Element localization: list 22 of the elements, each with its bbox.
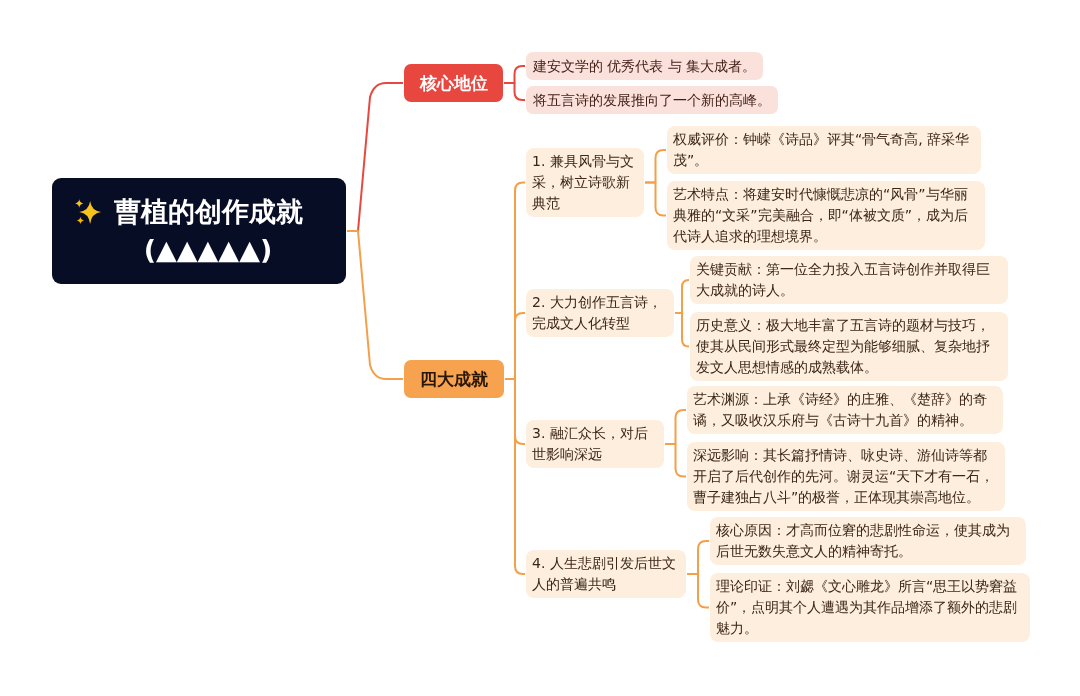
achievement-topic: 2. 大力创作五言诗，完成文人化转型 xyxy=(526,289,674,337)
detail-note: 艺术特点：将建安时代慷慨悲凉的“风骨”与华丽典雅的“文采”完美融合，即“体被文质”，成为后代诗人追求的理想境界。 xyxy=(667,181,985,250)
connector-line xyxy=(674,312,690,348)
detail-note: 核心原因：才高而位窘的悲剧性命运，使其成为后世无数失意文人的精神寄托。 xyxy=(710,517,1026,565)
main-branch-topic: 四大成就 xyxy=(404,360,504,398)
central-topic-title: 曹植的创作成就 (▲▲▲▲▲) xyxy=(112,195,304,267)
central-topic-card xyxy=(52,178,346,284)
detail-note: 深远影响：其长篇抒情诗、咏史诗、游仙诗等都开启了后代创作的先河。谢灵运“天下才有一石，曹子建独占八斗”的极誉，正体现其崇高地位。 xyxy=(687,442,1005,511)
detail-note: 历史意义：极大地丰富了五言诗的题材与技巧，使其从民间形式最终定型为能够细腻、复杂地抒发文人思想情感的成熟载体。 xyxy=(690,312,1008,381)
detail-note: 理论印证：刘勰《文心雕龙》所言“思王以势窘益价”，点明其个人遭遇为其作品增添了额外的悲剧魅力。 xyxy=(710,573,1030,642)
detail-note: 艺术渊源：上承《诗经》的庄雅、《楚辞》的奇谲，又吸收汉乐府与《古诗十九首》的精神。 xyxy=(687,386,1003,434)
main-branch-topic: 核心地位 xyxy=(404,64,503,102)
summary-note: 将五言诗的发展推向了一个新的高峰。 xyxy=(526,86,778,114)
summary-note: 建安文学的 优秀代表 与 集大成者。 xyxy=(526,52,764,80)
connector-line xyxy=(346,230,404,380)
achievement-topic: 1. 兼具风骨与文采，树立诗歌新典范 xyxy=(526,148,644,217)
detail-note: 关键贡献：第一位全力投入五言诗创作并取得巨大成就的诗人。 xyxy=(690,256,1008,304)
connector-line xyxy=(503,82,526,101)
connector-line xyxy=(686,573,710,609)
achievement-topic: 4. 人生悲剧引发后世文人的普遍共鸣 xyxy=(526,550,686,598)
detail-note: 权威评价：钟嵘《诗品》评其“骨气奇高, 辞采华茂”。 xyxy=(667,126,981,174)
achievement-topic: 3. 融汇众长，对后世影响深远 xyxy=(526,420,664,468)
